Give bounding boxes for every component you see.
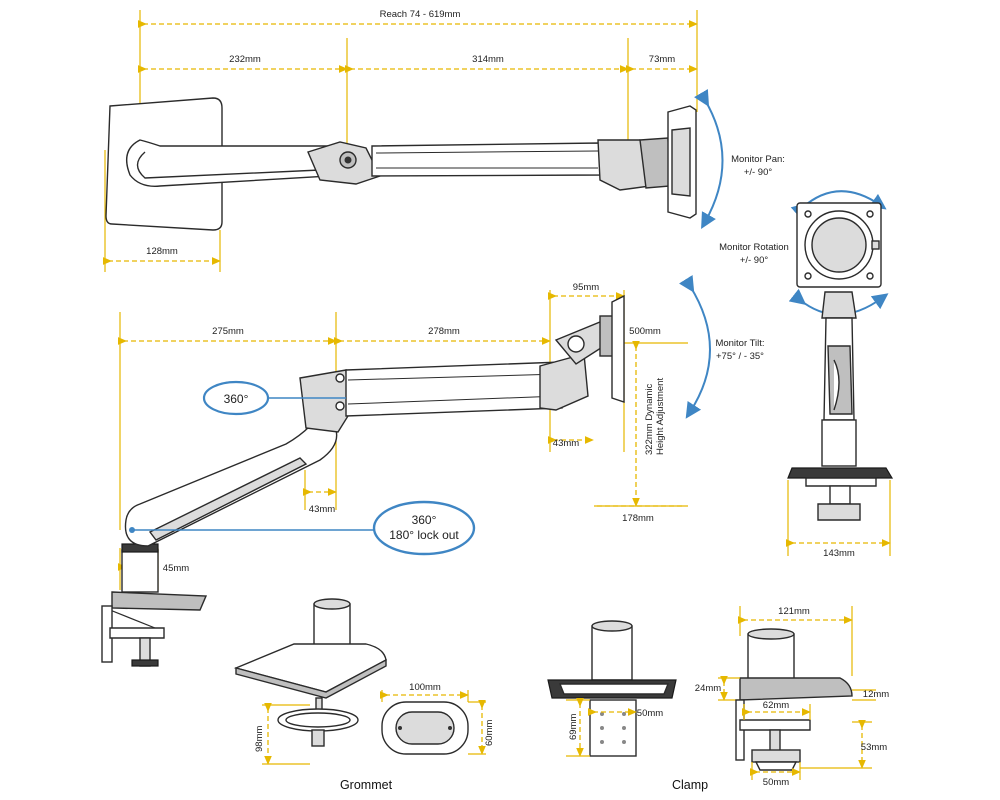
- badge-360: [202, 380, 270, 416]
- height-label-line1: 322mm Dynamic: [644, 383, 655, 455]
- dim-143-label: 143mm: [823, 548, 855, 559]
- front-view: [785, 291, 894, 556]
- rotation-label-line1: Monitor Rotation: [719, 242, 789, 253]
- side-view: [101, 290, 688, 667]
- tilt-arrow: [678, 274, 711, 419]
- dim-50b-label: 50mm: [763, 777, 789, 788]
- dim-69-label: 69mm: [568, 714, 579, 740]
- clamp-view-b: [718, 606, 876, 780]
- dim-45-label: 45mm: [163, 563, 189, 574]
- badge-360-label: 360°: [224, 392, 249, 406]
- tilt-label-line1: Monitor Tilt:: [715, 338, 764, 349]
- clamp-column-a: [589, 699, 637, 757]
- dim-95-label: 95mm: [573, 282, 599, 293]
- badge-lock-line2: 180° lock out: [389, 528, 459, 542]
- tilt-label-line2: +75° / - 35°: [716, 351, 764, 362]
- desk-base-side: [111, 591, 208, 611]
- rotation-label-line2: +/- 90°: [740, 255, 769, 266]
- grommet-view: [233, 598, 486, 765]
- clamp-base-b: [739, 677, 853, 701]
- upper-arm-side: [345, 361, 563, 417]
- top-view: [102, 10, 698, 272]
- desk-base-front: [787, 467, 894, 479]
- dim-43a-label: 43mm: [553, 438, 579, 449]
- dim-62-label: 62mm: [763, 700, 789, 711]
- monitor-plate-side: [611, 294, 625, 403]
- dim-178-label: 178mm: [622, 513, 654, 524]
- dim-121-label: 121mm: [778, 606, 810, 617]
- badge-lock-line1: 360°: [412, 513, 437, 527]
- clamp-view-a: [547, 620, 677, 757]
- reach-label: Reach 74 - 619mm: [380, 9, 461, 20]
- dim-53-label: 53mm: [861, 742, 887, 753]
- grommet-base: [233, 643, 387, 693]
- rotation-view: [788, 190, 889, 316]
- grommet-caption: Grommet: [340, 778, 393, 792]
- dim-278-label: 278mm: [428, 326, 460, 337]
- upper-arm-top: [371, 142, 601, 177]
- dim-98-label: 98mm: [254, 726, 265, 752]
- rotation-arrow: [790, 190, 887, 220]
- dim-314-label: 314mm: [472, 54, 504, 65]
- dim-500-label: 500mm: [629, 326, 661, 337]
- dim-43b-label: 43mm: [309, 504, 335, 515]
- badge-lockout: [372, 500, 476, 556]
- clamp-caption: Clamp: [672, 778, 708, 792]
- dim-12-label: 12mm: [863, 689, 889, 700]
- dim-73-label: 73mm: [649, 54, 675, 65]
- dim-100-label: 100mm: [409, 682, 441, 693]
- dim-128-label: 128mm: [146, 246, 178, 257]
- dim-50a-label: 50mm: [637, 708, 663, 719]
- height-label-line2: Height Adjustment: [655, 378, 666, 455]
- pan-label-line1: Monitor Pan:: [731, 154, 785, 165]
- dim-232-label: 232mm: [229, 54, 261, 65]
- pan-label-line2: +/- 90°: [744, 167, 773, 178]
- dim-275-label: 275mm: [212, 326, 244, 337]
- dim-60-label: 60mm: [484, 720, 495, 746]
- dim-24-label: 24mm: [695, 683, 721, 694]
- pan-arrow: [694, 89, 724, 229]
